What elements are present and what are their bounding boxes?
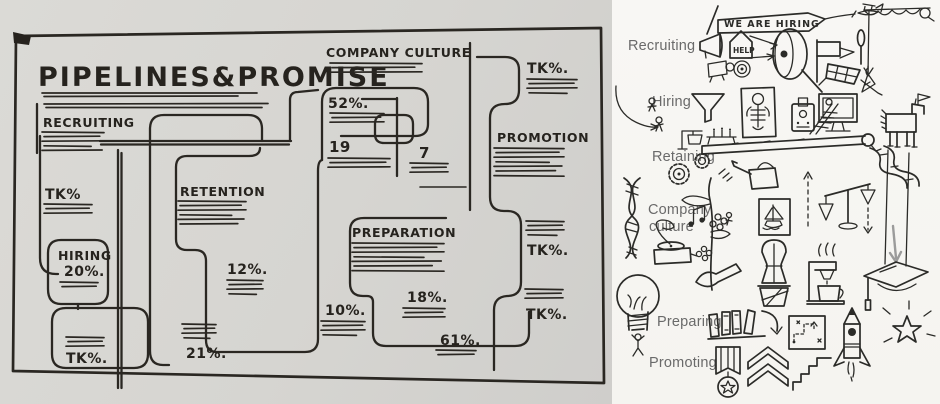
value-10: 10%. bbox=[325, 303, 366, 319]
curved-arrow-icon bbox=[761, 310, 783, 335]
tk-mid-lines bbox=[525, 220, 565, 237]
hook-curve-people-icon bbox=[615, 85, 664, 132]
prep-textlines bbox=[351, 242, 445, 273]
recruiting-textlines bbox=[41, 131, 105, 152]
tk-left-textlines bbox=[43, 203, 93, 215]
hand-holding-flower-icon bbox=[695, 263, 742, 288]
value-21: 21%. bbox=[186, 346, 227, 362]
val61-lines bbox=[435, 349, 477, 356]
watering-can-icon bbox=[718, 160, 779, 190]
row-label-preparing: Preparing bbox=[657, 314, 722, 330]
gramophone-icon bbox=[653, 219, 698, 265]
medal-ribbon-icon bbox=[715, 346, 741, 398]
growing-plant-icon bbox=[681, 177, 733, 291]
monitor-ladder-icon bbox=[809, 93, 858, 135]
windsock-net-icon bbox=[818, 63, 861, 86]
flower-pot-icon bbox=[757, 285, 791, 307]
person-figure-icon bbox=[761, 239, 787, 284]
pipeline-paths bbox=[35, 41, 531, 390]
row-label-promoting: Promoting bbox=[649, 355, 717, 371]
flag-icon bbox=[816, 39, 855, 83]
value-61: 61%. bbox=[440, 333, 481, 349]
conveyor-belt-icon bbox=[701, 133, 882, 155]
double-chevron-up-icon bbox=[747, 346, 789, 387]
id-badge-icon bbox=[791, 97, 815, 132]
label-tk-top-right: TK%. bbox=[527, 61, 569, 77]
label-promotion: PROMOTION bbox=[497, 130, 589, 145]
tk-tr-lines bbox=[526, 78, 578, 95]
route-map-icon bbox=[788, 315, 826, 350]
val18-lines bbox=[402, 307, 446, 319]
value-19: 19 bbox=[329, 138, 351, 156]
label-company-culture: COMPANY CULTURE bbox=[326, 45, 471, 60]
camera-icon bbox=[707, 60, 735, 83]
icon-panel: Recruiting Hiring Retaining Company cult… bbox=[612, 0, 940, 404]
dotted-arrow-up-icon bbox=[803, 171, 813, 227]
framed-sailboat-icon bbox=[758, 198, 791, 236]
retention-value-lines bbox=[226, 279, 264, 296]
music-notes-icon bbox=[688, 205, 706, 227]
val10-lines bbox=[320, 320, 366, 337]
coffee-machine-icon bbox=[806, 242, 845, 305]
val21-lines bbox=[181, 323, 217, 340]
balance-scale-icon bbox=[818, 183, 876, 234]
value-retention: 12%. bbox=[227, 262, 268, 278]
title-underlines bbox=[41, 92, 269, 109]
label-tk-bottom-left: TK%. bbox=[66, 351, 108, 367]
we-are-hiring-banner: WE ARE HIRING bbox=[706, 5, 856, 35]
val19-lines bbox=[327, 157, 391, 169]
label-tk-right-mid: TK%. bbox=[527, 243, 569, 259]
tk-low-lines bbox=[524, 288, 564, 300]
xray-skeleton-icon bbox=[740, 86, 777, 139]
val52-lines bbox=[329, 112, 385, 124]
label-retention: RETENTION bbox=[180, 184, 265, 199]
dartboard-arrows-icon bbox=[747, 28, 823, 93]
funnel-icon bbox=[691, 93, 725, 123]
graduation-cap-icon bbox=[863, 149, 929, 311]
row-label-recruiting: Recruiting bbox=[628, 38, 695, 54]
lightbulb-person-icon bbox=[616, 274, 660, 357]
fishing-rod-icon bbox=[861, 7, 935, 93]
label-recruiting: RECRUITING bbox=[43, 115, 135, 130]
sign-frame-icon bbox=[677, 130, 703, 150]
tk-bl-textlines bbox=[65, 336, 105, 348]
sketch-frame bbox=[11, 26, 606, 385]
val7-lines bbox=[409, 162, 449, 174]
trojan-horse-icon bbox=[880, 93, 931, 148]
gears-icon bbox=[668, 153, 710, 185]
sketch-panel: PIPELINES&PROMISE bbox=[0, 0, 612, 404]
promotion-textlines bbox=[493, 147, 565, 178]
row-label-retaining: Retaining bbox=[652, 149, 715, 165]
bookshelf-icon bbox=[707, 309, 766, 340]
value-hiring: 20%. bbox=[64, 264, 105, 280]
label-preparation: PREPARATION bbox=[352, 225, 456, 240]
row-label-company: Company bbox=[648, 202, 712, 218]
cc-textlines bbox=[329, 62, 423, 74]
hiring-textlines bbox=[59, 281, 99, 288]
svg-text:HELP: HELP bbox=[733, 46, 755, 55]
svg-text:WE ARE HIRING: WE ARE HIRING bbox=[724, 19, 820, 30]
rocket-icon bbox=[833, 307, 871, 382]
value-52: 52%. bbox=[328, 96, 369, 112]
spiral-target-icon bbox=[733, 60, 751, 78]
row-label-culture: culture bbox=[649, 219, 694, 235]
help-sign-icon: HELP bbox=[729, 30, 755, 59]
winding-road-icon bbox=[869, 145, 920, 189]
row-label-hiring: Hiring bbox=[652, 94, 691, 110]
label-tk-right-low: TK%. bbox=[526, 307, 568, 323]
stairs-icon bbox=[792, 357, 832, 391]
pencil-icon bbox=[860, 79, 883, 96]
frame-corner-blob bbox=[13, 32, 31, 45]
value-18: 18%. bbox=[407, 290, 448, 306]
label-tk-left: TK% bbox=[45, 187, 81, 203]
value-7: 7 bbox=[419, 144, 430, 162]
retention-textlines bbox=[177, 200, 247, 225]
sparkle-star-icon bbox=[882, 300, 936, 343]
paddle-icon bbox=[856, 29, 866, 65]
dna-helix-icon bbox=[623, 177, 641, 259]
megaphone-icon bbox=[699, 33, 723, 59]
candle-bar-icon bbox=[706, 127, 737, 145]
label-hiring: HIRING bbox=[58, 248, 112, 263]
